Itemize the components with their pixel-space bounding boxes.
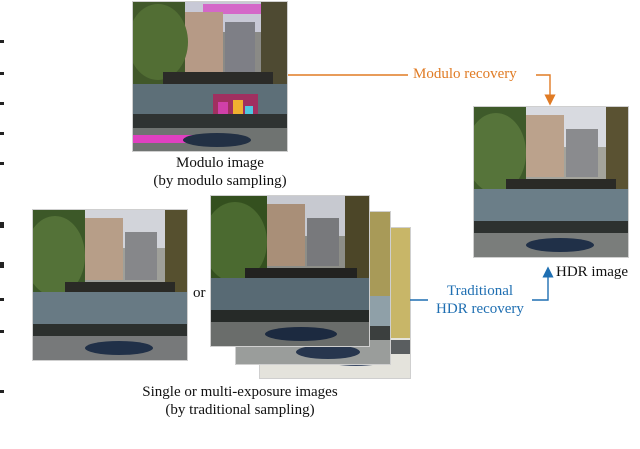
margin-fragment	[0, 102, 4, 105]
margin-fragment	[0, 262, 4, 268]
margin-fragment	[0, 330, 4, 333]
modulo-image-caption-line1: Modulo image	[176, 155, 264, 171]
exposure-images-caption-line1: Single or multi-exposure images	[142, 384, 338, 400]
margin-fragment	[0, 40, 4, 43]
margin-fragment	[0, 222, 4, 228]
exposure-images-caption-line2: (by traditional sampling)	[165, 402, 315, 418]
modulo-recovery-label: Modulo recovery	[413, 66, 517, 82]
hdr-image-caption: HDR image	[556, 264, 629, 280]
modulo-image-caption-line2: (by modulo sampling)	[153, 173, 287, 189]
margin-fragment	[0, 390, 4, 393]
or-label: or	[193, 285, 206, 301]
margin-fragment	[0, 72, 4, 75]
margin-fragment	[0, 298, 4, 301]
single-exposure-image	[33, 210, 187, 360]
margin-fragment	[0, 132, 4, 135]
modulo-image-caption: Modulo image (by modulo sampling)	[140, 154, 300, 190]
exposure-stack-front	[211, 196, 369, 346]
exposure-images-caption: Single or multi-exposure images (by trad…	[110, 383, 370, 419]
traditional-recovery-label: Traditional HDR recovery	[430, 282, 530, 318]
margin-fragment	[0, 162, 4, 165]
hdr-image	[474, 107, 628, 257]
traditional-recovery-label-line2: HDR recovery	[436, 301, 524, 317]
traditional-recovery-label-line1: Traditional	[446, 283, 514, 299]
modulo-image	[133, 2, 287, 151]
